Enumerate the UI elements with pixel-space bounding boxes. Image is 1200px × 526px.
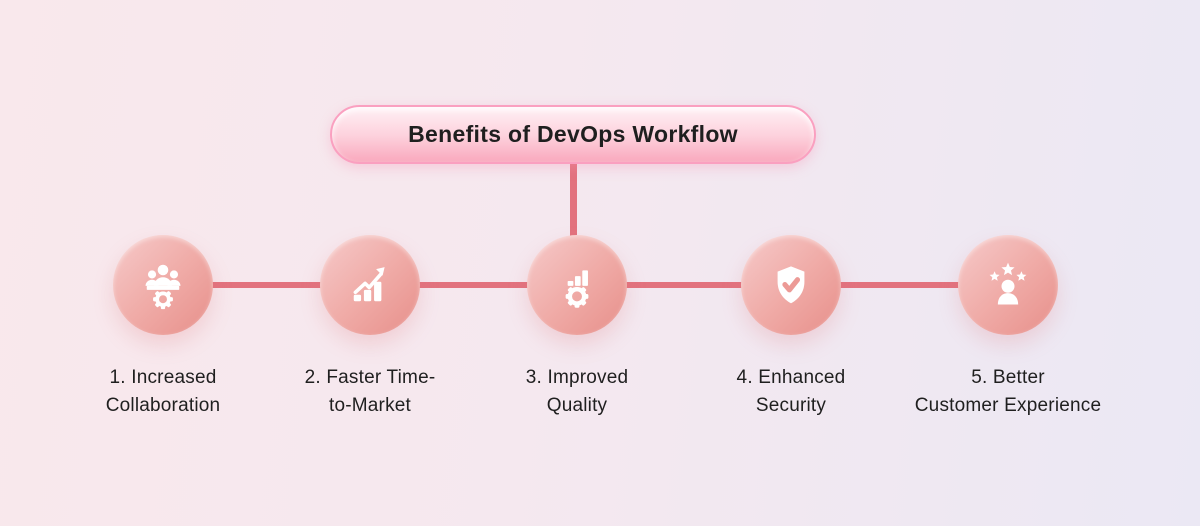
node-label-better-customer-experience: 5. Better Customer Experience	[888, 364, 1128, 420]
growth-chart-arrow-icon	[353, 267, 385, 302]
node-circle-faster-time-to-market	[320, 235, 420, 335]
shield-check-icon	[777, 266, 805, 304]
label-line-2: Collaboration	[105, 395, 221, 416]
label-line-2: Security	[755, 395, 827, 416]
label-line-1: 3. Improved	[525, 367, 629, 388]
label-line-2: Quality	[546, 395, 608, 416]
title-connector-line	[570, 160, 577, 240]
node-label-faster-time-to-market: 2. Faster Time- to-Market	[250, 364, 490, 420]
node-circle-improved-quality	[527, 235, 627, 335]
diagram-title-banner: Benefits of DevOps Workflow	[330, 105, 816, 164]
node-label-improved-quality: 3. Improved Quality	[457, 364, 697, 420]
label-line-2: Customer Experience	[914, 395, 1102, 416]
quality-gear-chart-icon	[565, 270, 589, 308]
label-line-1: 1. Increased	[109, 367, 217, 388]
node-label-enhanced-security: 4. Enhanced Security	[671, 364, 911, 420]
collaboration-team-gear-icon	[145, 264, 181, 310]
customer-stars-icon	[989, 262, 1027, 305]
label-line-2: to-Market	[328, 395, 412, 416]
node-circle-enhanced-security	[741, 235, 841, 335]
node-circle-increased-collaboration	[113, 235, 213, 335]
node-circle-better-customer-experience	[958, 235, 1058, 335]
node-label-increased-collaboration: 1. Increased Collaboration	[43, 364, 283, 420]
page-title: Benefits of DevOps Workflow	[408, 121, 738, 147]
label-line-1: 4. Enhanced	[736, 367, 846, 388]
label-line-1: 2. Faster Time-	[304, 367, 436, 388]
label-line-1: 5. Better	[971, 367, 1045, 388]
